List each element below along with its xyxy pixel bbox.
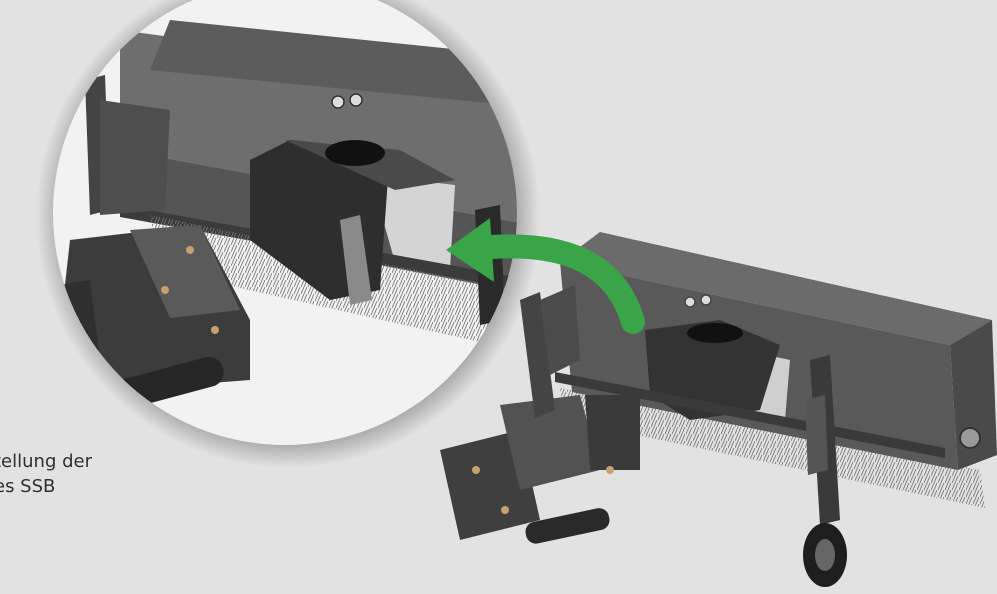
caption-line-1: tellung der [0, 451, 92, 472]
caption-line-2: es SSB [0, 476, 56, 497]
main-machine [440, 232, 997, 587]
brush-tines [560, 388, 985, 508]
zoom-detail [53, 20, 517, 414]
green-arrow-icon [446, 218, 645, 334]
hitch-assembly [440, 285, 640, 544]
center-mount [645, 320, 780, 420]
figure-caption: tellung der es SSB [0, 449, 92, 499]
housing-top [560, 232, 992, 345]
support-wheel [803, 355, 847, 587]
